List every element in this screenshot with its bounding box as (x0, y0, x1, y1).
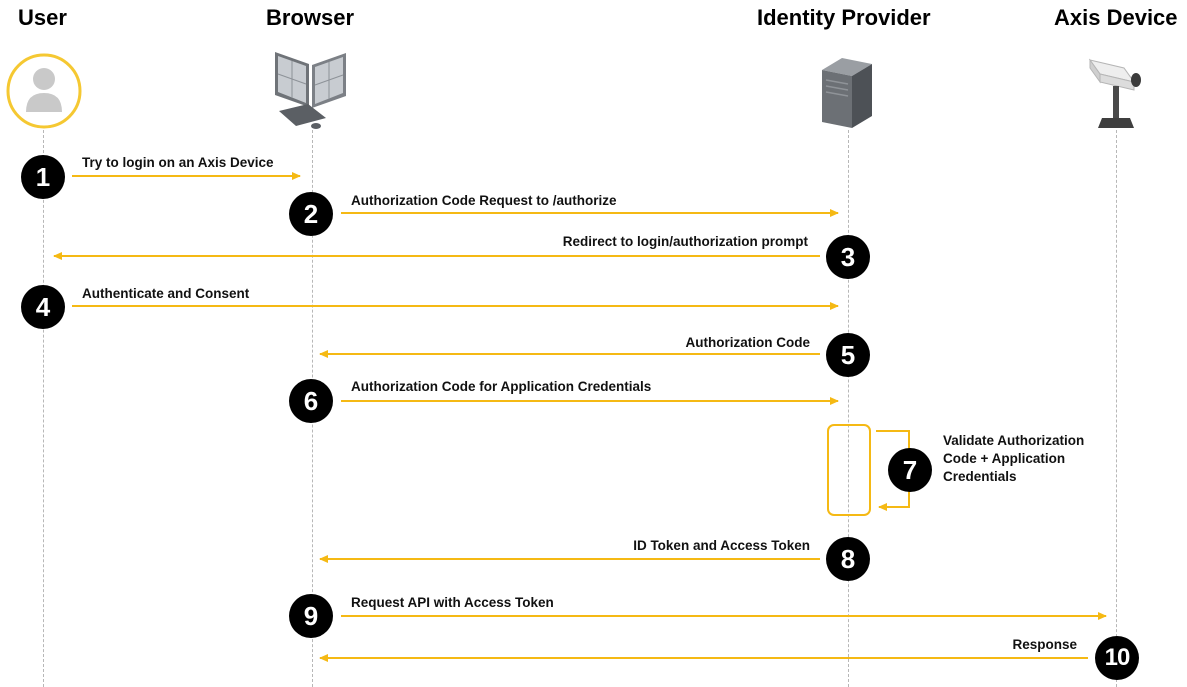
message-label-5: Authorization Code (685, 335, 811, 350)
message-label-8: ID Token and Access Token (633, 538, 810, 553)
lifeline-identity-provider (848, 130, 849, 687)
step-badge-4: 4 (21, 285, 65, 329)
step-badge-3: 3 (826, 235, 870, 279)
security-camera-icon (1088, 58, 1141, 128)
step-badge-6: 6 (289, 379, 333, 423)
step-badge-5: 5 (826, 333, 870, 377)
actor-title-identity-provider: Identity Provider (757, 5, 931, 30)
message-label-7: Validate Authorization Code + Applicatio… (943, 433, 1085, 484)
message-label-2: Authorization Code Request to /authorize (351, 193, 617, 208)
computer-monitors-icon (275, 52, 346, 129)
step-badge-2: 2 (289, 192, 333, 236)
message-label-10: Response (1012, 637, 1077, 652)
step-badge-7: 7 (888, 448, 932, 492)
server-tower-icon (822, 58, 872, 128)
actor-title-user: User (18, 5, 67, 30)
actor-title-browser: Browser (266, 5, 355, 30)
message-label-9: Request API with Access Token (351, 595, 554, 610)
step-badge-9: 9 (289, 594, 333, 638)
activation-box (827, 424, 871, 516)
lifeline-user (43, 130, 44, 687)
step-badge-8: 8 (826, 537, 870, 581)
step-badge-10: 10 (1095, 636, 1139, 680)
actor-title-axis-device: Axis Device (1054, 5, 1178, 30)
message-label-1: Try to login on an Axis Device (82, 155, 274, 170)
lifeline-axis-device (1116, 130, 1117, 687)
message-label-6: Authorization Code for Application Crede… (351, 379, 652, 394)
message-label-4: Authenticate and Consent (82, 286, 250, 301)
message-label-3: Redirect to login/authorization prompt (562, 234, 808, 249)
user-avatar-icon (6, 53, 82, 129)
step-badge-1: 1 (21, 155, 65, 199)
